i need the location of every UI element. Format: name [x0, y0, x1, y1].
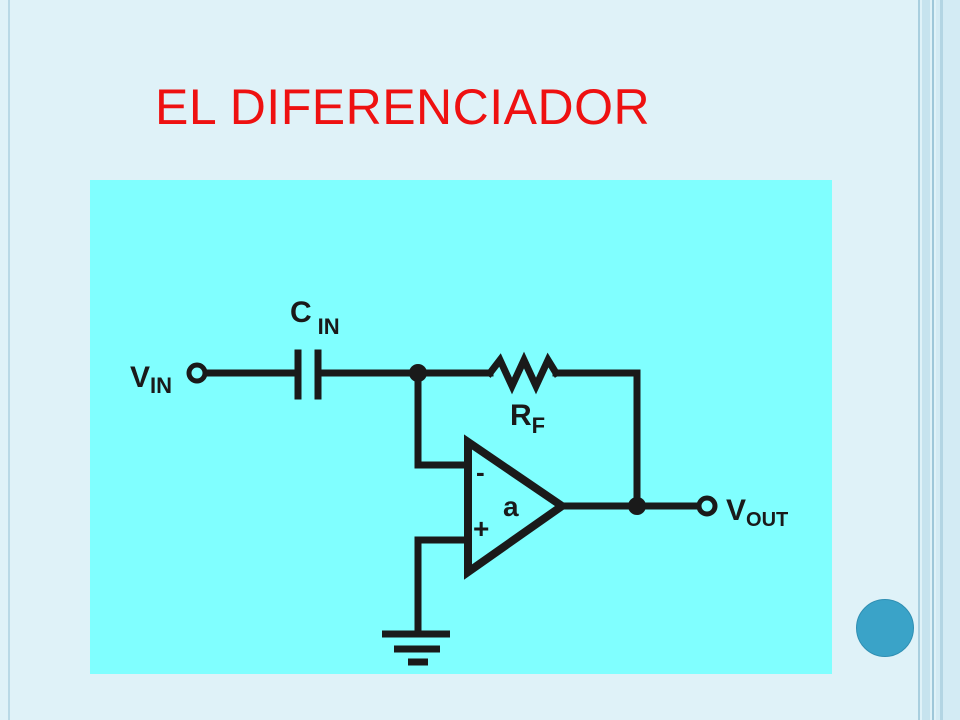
slide-border-left	[8, 0, 10, 720]
label-vin: VIN	[130, 361, 172, 398]
label-vout: VOUT	[726, 494, 788, 531]
diagram-background	[90, 180, 832, 674]
opamp-inverting-sign: -	[476, 457, 485, 487]
feedback-resistor	[485, 351, 561, 395]
junction-node-output	[628, 497, 646, 515]
wire-feedback-return	[552, 369, 641, 510]
opamp-noninverting-sign: +	[473, 513, 489, 544]
wire-noninverting-to-ground	[414, 536, 472, 636]
slide-decor-band-right	[918, 0, 960, 720]
opamp-gain-label: a	[503, 491, 519, 522]
wire-node-to-inverting	[414, 369, 472, 469]
terminal-vin	[186, 362, 208, 384]
label-rf: RF	[510, 399, 545, 438]
slide-title: EL DIFERENCIADOR	[155, 79, 651, 135]
opamp-triangle	[464, 434, 570, 580]
junction-node-input	[409, 364, 427, 382]
terminal-vout	[696, 495, 718, 517]
navigation-circle-button[interactable]	[856, 599, 914, 657]
